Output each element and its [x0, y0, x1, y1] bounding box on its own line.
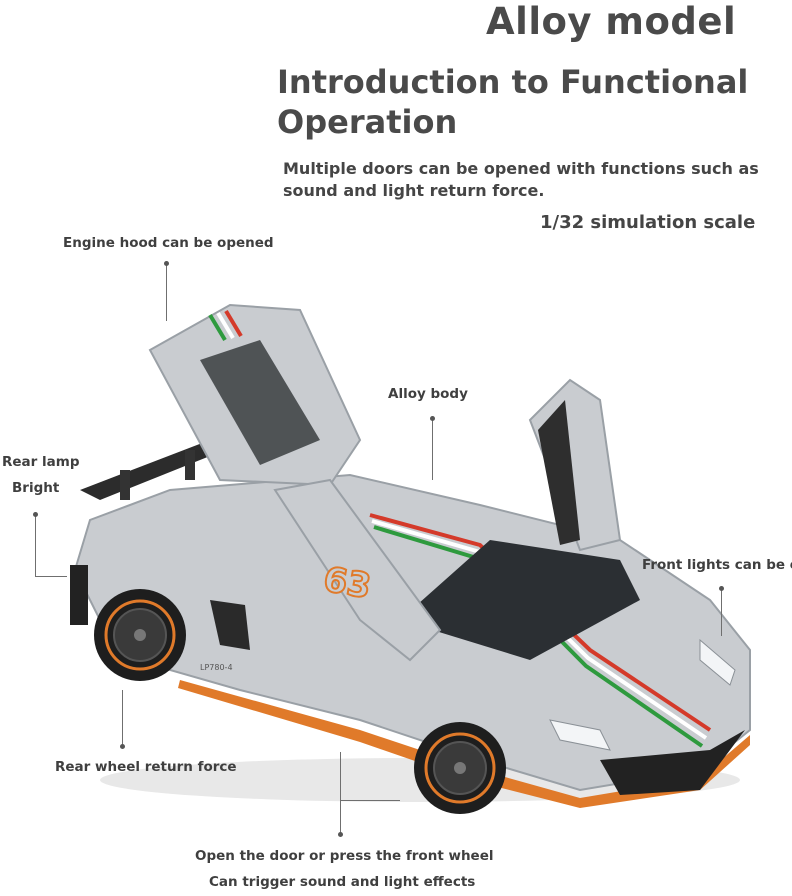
windshield	[400, 540, 640, 660]
wing-strut	[120, 470, 130, 500]
door-badge-number: 63	[320, 559, 374, 607]
callout-alloy-body: Alloy body	[388, 386, 468, 402]
leader-line	[721, 588, 722, 636]
leader-line	[166, 263, 167, 321]
headlight	[549, 719, 611, 751]
leader-line	[122, 690, 123, 746]
callout-rear-wheel: Rear wheel return force	[55, 759, 237, 775]
product-title: Alloy model	[486, 0, 737, 43]
side-model-text: LP780-4	[200, 663, 233, 672]
front-wheel	[414, 722, 506, 814]
callout-front-lights: Front lights can be on	[642, 557, 792, 573]
leader-dot	[33, 512, 38, 517]
callout-engine-hood: Engine hood can be opened	[63, 235, 274, 251]
wing-strut	[185, 450, 195, 480]
leader-dot	[719, 586, 724, 591]
rear-lamp	[70, 565, 88, 625]
feature-description: Multiple doors can be opened with functi…	[283, 159, 759, 200]
side-air-intake	[210, 600, 250, 650]
leader-line	[432, 418, 433, 480]
leader-dot	[164, 261, 169, 266]
callout-rear-lamp: Rear lamp	[2, 454, 80, 470]
callout-trigger: Can trigger sound and light effects	[209, 874, 476, 890]
section-heading: Introduction to Functional Operation	[277, 63, 749, 141]
rear-wheel	[94, 589, 186, 681]
hood-window	[200, 340, 320, 465]
leader-dot	[430, 416, 435, 421]
car-model-illustration: 63 LP780-4	[70, 303, 751, 814]
scale-label: 1/32 simulation scale	[540, 212, 756, 233]
callout-open-door: Open the door or press the front wheel	[195, 848, 494, 864]
callout-bright: Bright	[12, 480, 60, 496]
headlight-right	[699, 638, 736, 686]
leader-line	[35, 576, 67, 577]
leader-line	[340, 752, 341, 834]
front-grille	[600, 730, 745, 795]
leader-dot	[338, 832, 343, 837]
left-door-open	[273, 478, 442, 662]
leader-dot	[120, 744, 125, 749]
leader-line	[340, 800, 400, 801]
leader-line	[35, 515, 36, 577]
door-interior	[538, 400, 580, 545]
